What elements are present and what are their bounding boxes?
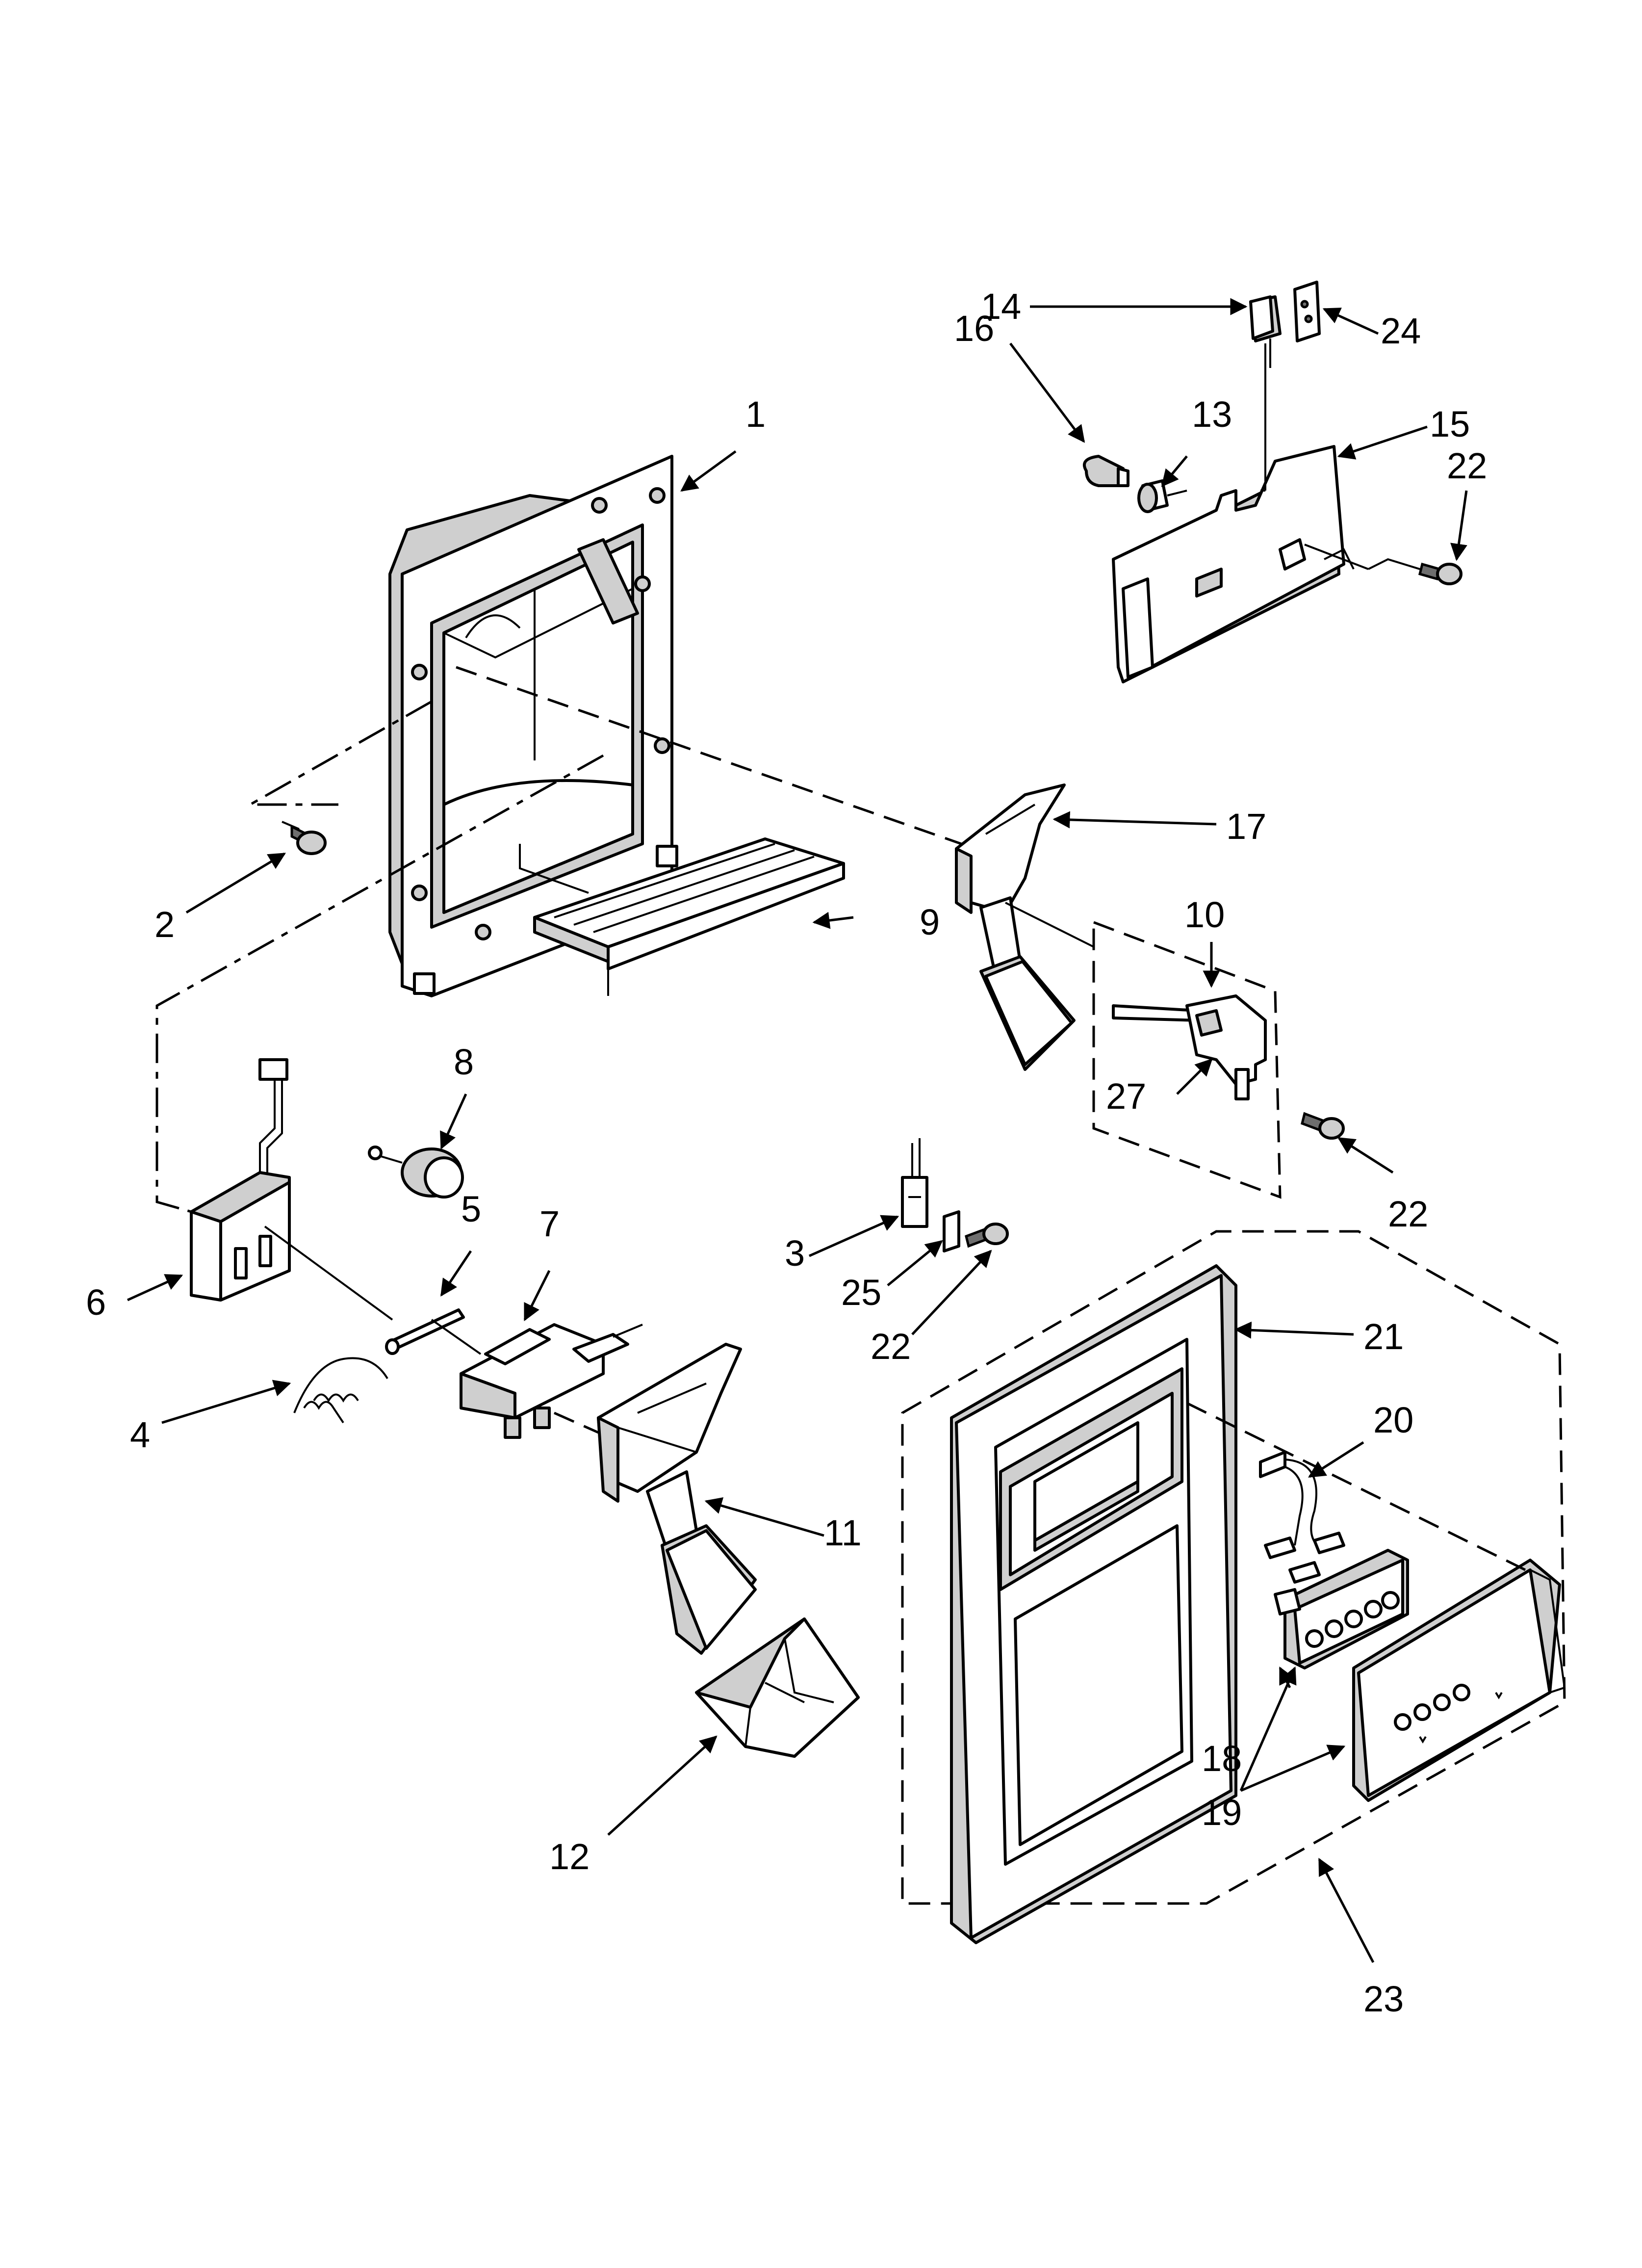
callout-27: 27 bbox=[1106, 1076, 1146, 1117]
part-8-solenoid bbox=[368, 1146, 464, 1199]
callout-12: 12 bbox=[549, 1836, 590, 1877]
callout-13: 13 bbox=[1192, 394, 1232, 435]
callout-9: 9 bbox=[920, 902, 940, 942]
part-20-wire-harness bbox=[1259, 1451, 1345, 1584]
callout-15: 15 bbox=[1430, 404, 1470, 444]
callout-22-top: 22 bbox=[1447, 445, 1487, 486]
callout-25: 25 bbox=[841, 1272, 881, 1313]
callout-21: 21 bbox=[1363, 1316, 1404, 1357]
callout-1: 1 bbox=[745, 394, 766, 435]
callout-20: 20 bbox=[1373, 1400, 1413, 1440]
part-5-pin bbox=[385, 1308, 465, 1355]
part-22-screw-center bbox=[965, 1223, 1009, 1248]
callout-10: 10 bbox=[1184, 894, 1225, 935]
part-10-lever-assembly bbox=[1092, 920, 1282, 1199]
part-3-micro-switch bbox=[901, 1138, 928, 1228]
callout-2: 2 bbox=[154, 904, 175, 945]
callout-11: 11 bbox=[824, 1512, 862, 1553]
callout-7: 7 bbox=[539, 1203, 560, 1244]
part-22-screw-lever bbox=[1301, 1112, 1345, 1140]
part-7-actuator bbox=[460, 1323, 643, 1439]
callout-22-center: 22 bbox=[871, 1326, 911, 1367]
part-9-drip-tray-grille bbox=[533, 837, 845, 996]
callout-22-lever: 22 bbox=[1388, 1194, 1428, 1234]
callout-24: 24 bbox=[1381, 311, 1421, 351]
callout-labels: 1 2 9 8 5 7 6 4 11 12 17 10 27 3 25 22 2… bbox=[86, 286, 1487, 2019]
part-2-screw bbox=[282, 821, 327, 855]
part-11-ice-paddle bbox=[597, 1343, 757, 1655]
part-19-control-overlay bbox=[1352, 1559, 1566, 1802]
part-24-insulator bbox=[1293, 281, 1321, 342]
part-6-switch-module bbox=[190, 1058, 291, 1302]
callout-18: 18 bbox=[1202, 1738, 1242, 1779]
callout-6: 6 bbox=[86, 1282, 106, 1323]
callout-8: 8 bbox=[454, 1042, 474, 1082]
leader-arrows bbox=[127, 298, 1468, 1963]
callout-23: 23 bbox=[1363, 1979, 1404, 2019]
part-22-screw-top bbox=[1368, 558, 1462, 585]
callout-14: 14 bbox=[981, 286, 1021, 327]
callout-16: 16 bbox=[954, 308, 994, 349]
part-14-micro-switch bbox=[1249, 295, 1282, 491]
part-15-bracket bbox=[1112, 445, 1369, 683]
connection-lines bbox=[155, 490, 1526, 1571]
part-4-spring bbox=[293, 1357, 388, 1424]
callout-17: 17 bbox=[1226, 806, 1266, 847]
callout-3: 3 bbox=[785, 1233, 805, 1274]
callout-5: 5 bbox=[461, 1189, 481, 1229]
callout-4: 4 bbox=[130, 1414, 150, 1455]
part-18-control-board bbox=[1274, 1549, 1409, 1669]
part-1-dispenser-housing bbox=[388, 455, 678, 997]
part-17-water-paddle bbox=[955, 783, 1076, 1071]
callout-19: 19 bbox=[1202, 1792, 1242, 1833]
part-16-light-bulb bbox=[1082, 455, 1129, 487]
part-13-lamp-socket bbox=[1137, 479, 1187, 513]
part-12-chute-door bbox=[695, 1617, 860, 1758]
part-25-insulator bbox=[943, 1210, 960, 1252]
part-21-dispenser-facade bbox=[950, 1264, 1237, 1944]
